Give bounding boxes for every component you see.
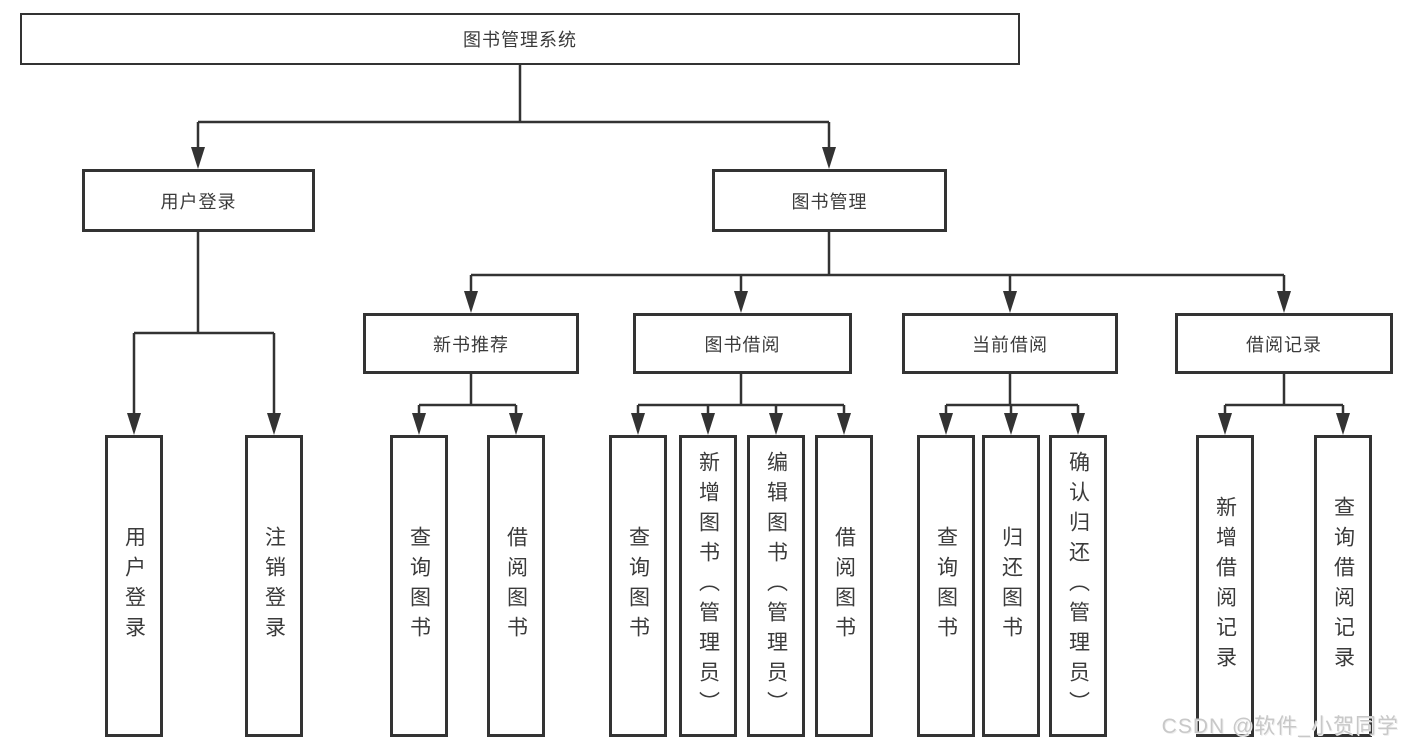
node-label: 当前借阅 xyxy=(972,334,1048,355)
leaf-recommend-borrow-books: 借阅图书 xyxy=(487,435,545,737)
node-new-book-recommend: 新书推荐 xyxy=(363,313,579,374)
leaf-borrow-query-books: 查询图书 xyxy=(609,435,667,737)
leaf-recommend-query-books: 查询图书 xyxy=(390,435,448,737)
node-library-management-system: 图书管理系统 xyxy=(20,13,1020,65)
node-label: 图书管理系统 xyxy=(463,30,577,50)
leaf-logout: 注销登录 xyxy=(245,435,303,737)
leaf-add-borrow-record: 新增借阅记录 xyxy=(1196,435,1254,737)
leaf-borrow-borrow-books: 借阅图书 xyxy=(815,435,873,737)
leaf-add-books-admin: 新增图书（管理员） xyxy=(679,435,737,737)
leaf-label: 借阅图书 xyxy=(504,526,528,646)
leaf-label: 归还图书 xyxy=(999,526,1023,646)
node-label: 借阅记录 xyxy=(1246,334,1322,355)
leaf-confirm-return-admin: 确认归还（管理员） xyxy=(1049,435,1107,737)
leaf-label: 注销登录 xyxy=(262,526,286,646)
leaf-label: 查询借阅记录 xyxy=(1331,496,1355,676)
node-label: 图书管理 xyxy=(791,191,868,212)
leaf-label: 查询图书 xyxy=(626,526,650,646)
leaf-label: 用户登录 xyxy=(122,526,146,646)
leaf-label: 新增借阅记录 xyxy=(1213,496,1237,676)
leaf-label: 借阅图书 xyxy=(832,526,856,646)
leaf-user-login: 用户登录 xyxy=(105,435,163,737)
node-borrow-records: 借阅记录 xyxy=(1175,313,1393,374)
csdn-watermark: CSDN @软件_小贺同学 xyxy=(1161,715,1399,738)
leaf-label: 查询图书 xyxy=(934,526,958,646)
leaf-label: 新增图书（管理员） xyxy=(696,451,720,721)
node-user-login: 用户登录 xyxy=(82,169,315,232)
leaf-label: 编辑图书（管理员） xyxy=(764,451,788,721)
node-current-borrow: 当前借阅 xyxy=(902,313,1118,374)
leaf-query-borrow-record: 查询借阅记录 xyxy=(1314,435,1372,737)
leaf-label: 确认归还（管理员） xyxy=(1066,451,1090,721)
leaf-label: 查询图书 xyxy=(407,526,431,646)
node-label: 用户登录 xyxy=(160,191,237,212)
leaf-current-query-books: 查询图书 xyxy=(917,435,975,737)
node-label: 新书推荐 xyxy=(433,334,509,355)
leaf-edit-books-admin: 编辑图书（管理员） xyxy=(747,435,805,737)
node-book-borrow: 图书借阅 xyxy=(633,313,852,374)
node-label: 图书借阅 xyxy=(704,334,781,355)
node-book-management: 图书管理 xyxy=(712,169,947,232)
leaf-return-books: 归还图书 xyxy=(982,435,1040,737)
